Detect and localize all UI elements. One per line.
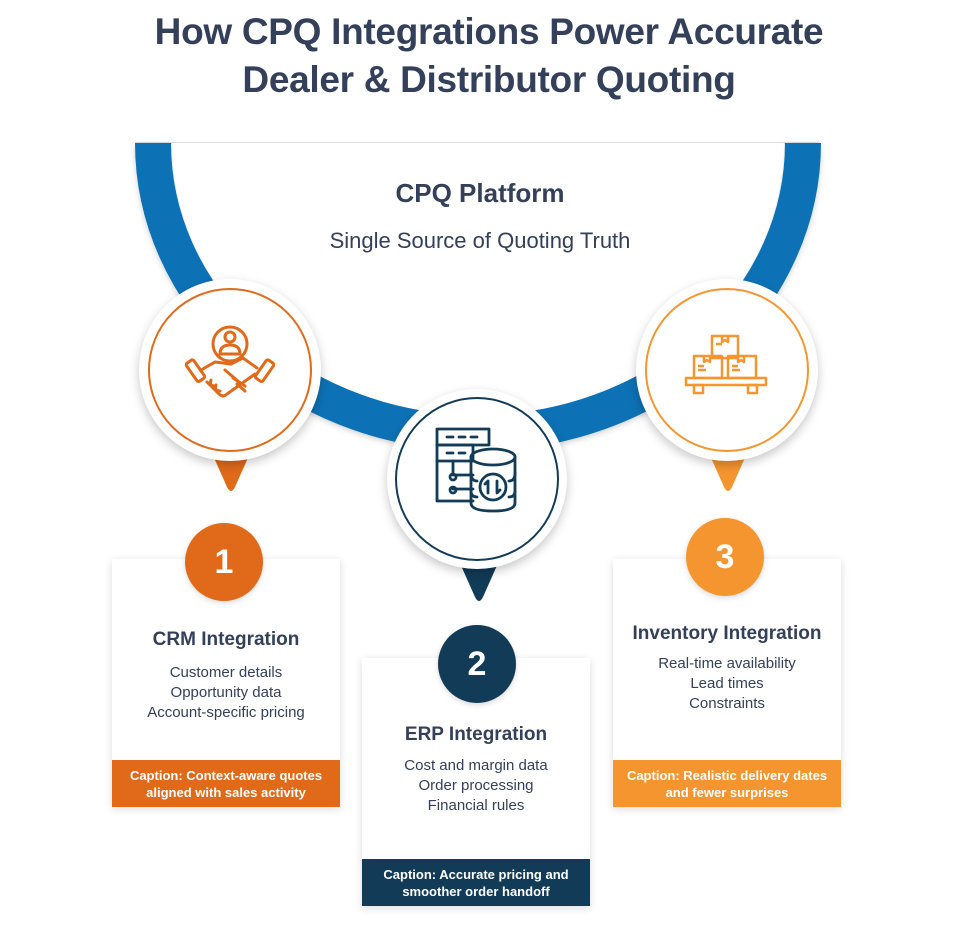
inventory-card: Inventory Integration Real-time availabi…	[613, 559, 841, 807]
crm-detail-1: Customer details	[169, 664, 283, 681]
erp-detail-2: Order processing	[418, 777, 534, 794]
crm-card-title: CRM Integration	[152, 629, 300, 650]
crm-pin-ring	[148, 288, 312, 452]
server-database-sync-icon	[435, 427, 517, 513]
inventory-detail-2: Lead times	[690, 675, 764, 692]
platform-title: CPQ Platform	[395, 178, 565, 208]
handshake-customer-icon	[185, 325, 275, 398]
inventory-caption-line-2: and fewer surprises	[665, 784, 789, 800]
crm-detail-2: Opportunity data	[170, 684, 282, 701]
inventory-detail-1: Real-time availability	[658, 655, 796, 672]
page-title: How CPQ Integrations Power Accurate Deal…	[0, 8, 978, 104]
crm-pin	[135, 275, 325, 495]
inventory-caption-line-1: Caption: Realistic delivery dates	[626, 767, 828, 783]
erp-card-title: ERP Integration	[404, 724, 548, 745]
boxes-pallet-icon	[684, 334, 768, 395]
inventory-number-badge: 3	[686, 518, 764, 596]
crm-caption-line-1: Caption: Context-aware quotes	[129, 767, 323, 783]
erp-number-badge: 2	[438, 625, 516, 703]
inventory-card-title: Inventory Integration	[632, 623, 822, 644]
erp-card-details: Cost and margin data Order processing Fi…	[362, 756, 590, 816]
erp-pin	[383, 385, 573, 605]
inventory-detail-3: Constraints	[689, 695, 765, 712]
crm-detail-3: Account-specific pricing	[147, 704, 305, 721]
inventory-pin	[632, 275, 822, 495]
erp-caption-line-1: Caption: Accurate pricing and	[383, 866, 569, 882]
erp-detail-3: Financial rules	[427, 797, 525, 814]
crm-caption-line-2: aligned with sales activity	[146, 784, 306, 800]
crm-caption: Caption: Context-aware quotes aligned wi…	[112, 760, 340, 807]
crm-card-details: Customer details Opportunity data Accoun…	[112, 663, 340, 723]
erp-pin-ring	[395, 397, 559, 561]
page-title-line-1: How CPQ Integrations Power Accurate	[154, 11, 824, 52]
inventory-pin-ring	[645, 288, 809, 452]
erp-caption-line-2: smoother order handoff	[402, 883, 550, 899]
inventory-caption: Caption: Realistic delivery dates and fe…	[613, 760, 841, 807]
erp-detail-1: Cost and margin data	[404, 757, 548, 774]
page-title-line-2: Dealer & Distributor Quoting	[242, 59, 736, 100]
crm-number-badge: 1	[185, 523, 263, 601]
inventory-card-details: Real-time availability Lead times Constr…	[613, 654, 841, 714]
platform-subtitle: Single Source of Quoting Truth	[329, 228, 631, 253]
erp-caption: Caption: Accurate pricing and smoother o…	[362, 859, 590, 906]
